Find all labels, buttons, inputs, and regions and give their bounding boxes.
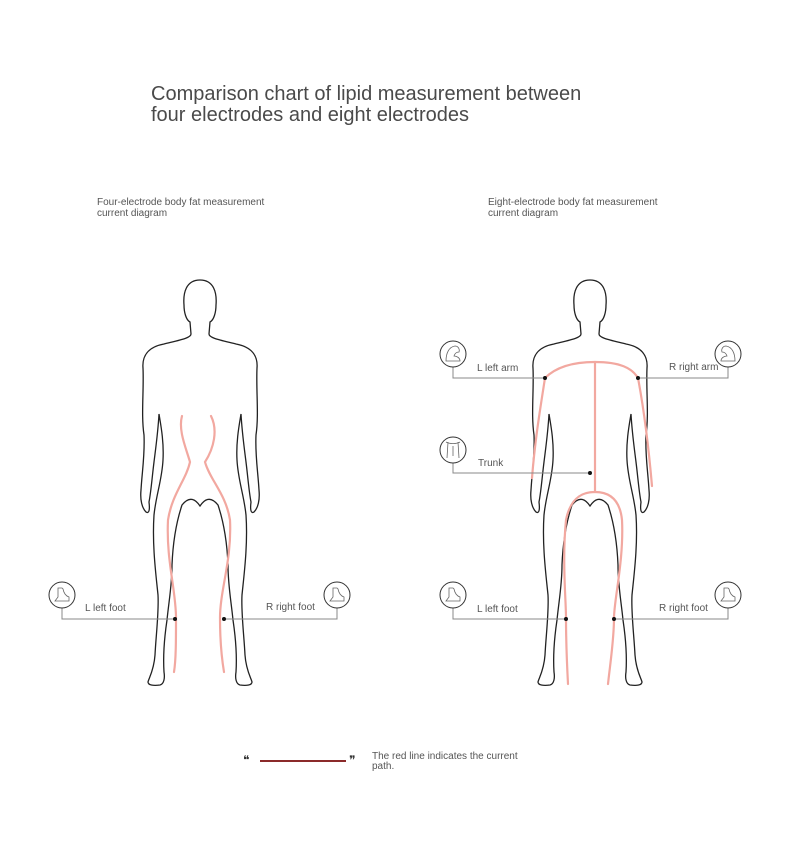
- four-electrode-right-foot-label: R right foot: [266, 602, 315, 614]
- legend-open-quote-icon: ❝: [243, 753, 249, 767]
- eight-electrode-right-foot-label: R right foot: [659, 603, 708, 615]
- left-foot-icon: [440, 582, 466, 608]
- four-electrode-current-path: [168, 416, 230, 672]
- four-electrode-body: [141, 280, 260, 685]
- legend-text-line-2: path.: [372, 762, 518, 772]
- legend-text: The red line indicates the current path.: [372, 752, 518, 772]
- right-foot-icon: [324, 582, 350, 608]
- right-foot-icon: [715, 582, 741, 608]
- left-foot-icon: [49, 582, 75, 608]
- eight-electrode-left-arm-label: L left arm: [477, 363, 518, 375]
- eight-electrode-left-foot-label: L left foot: [477, 604, 518, 616]
- eight-electrode-trunk-label: Trunk: [478, 458, 503, 470]
- legend-close-quote-icon: ❞: [349, 753, 355, 767]
- leader-lines: [62, 366, 728, 619]
- eight-electrode-body: [531, 280, 650, 685]
- right-arm-icon: [715, 341, 741, 367]
- four-electrode-left-foot-label: L left foot: [85, 603, 126, 615]
- left-arm-icon: [440, 341, 466, 367]
- eight-electrode-right-arm-label: R right arm: [669, 362, 718, 374]
- trunk-icon: [440, 437, 466, 463]
